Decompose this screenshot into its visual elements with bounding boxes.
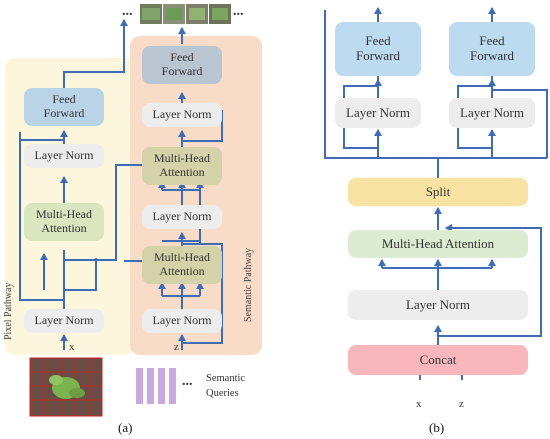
semantic-pathway-label: Semantic Pathway (243, 247, 254, 322)
semantic-multi-head-attention-2: Multi-Head Attention (142, 246, 222, 284)
split-block: Split (348, 178, 528, 206)
semantic-multi-head-attention-1: Multi-Head Attention (142, 147, 222, 185)
pixel-layer-norm-top: Layer Norm (24, 144, 104, 168)
semantic-feed-forward: Feed Forward (142, 46, 222, 84)
input-image (29, 357, 103, 417)
layer-norm-block: Layer Norm (348, 290, 528, 320)
input-z-label: z (459, 398, 464, 410)
pixel-pathway-label: Pixel Pathway (3, 282, 14, 341)
pixel-multi-head-attention: Multi-Head Attention (24, 203, 104, 241)
layer-norm-left: Layer Norm (335, 98, 421, 128)
feed-forward-right: Feed Forward (449, 22, 535, 76)
caption-a: (a) (118, 420, 133, 435)
pixel-layer-norm-bottom: Layer Norm (24, 309, 104, 333)
pixel-input-label: x (69, 341, 75, 353)
output-images (140, 4, 231, 24)
semantic-layer-norm-2: Layer Norm (142, 205, 222, 229)
queries-ellipsis: ... (182, 374, 193, 389)
semantic-layer-norm-3: Layer Norm (142, 309, 222, 333)
semantic-input-label: z (174, 341, 179, 353)
pixel-feed-forward: Feed Forward (24, 88, 104, 126)
output-ellipsis-left: ... (122, 4, 133, 19)
multi-head-attention-block: Multi-Head Attention (348, 230, 528, 258)
concat-block: Concat (348, 345, 528, 375)
input-x-label: x (416, 398, 422, 410)
layer-norm-right: Layer Norm (449, 98, 535, 128)
caption-b: (b) (429, 420, 445, 435)
feed-forward-left: Feed Forward (335, 22, 421, 76)
output-ellipsis-right: ... (233, 4, 244, 19)
semantic-queries-label: Semantic Queries (206, 373, 246, 399)
semantic-layer-norm-1: Layer Norm (142, 103, 222, 127)
query-bars (136, 368, 176, 404)
